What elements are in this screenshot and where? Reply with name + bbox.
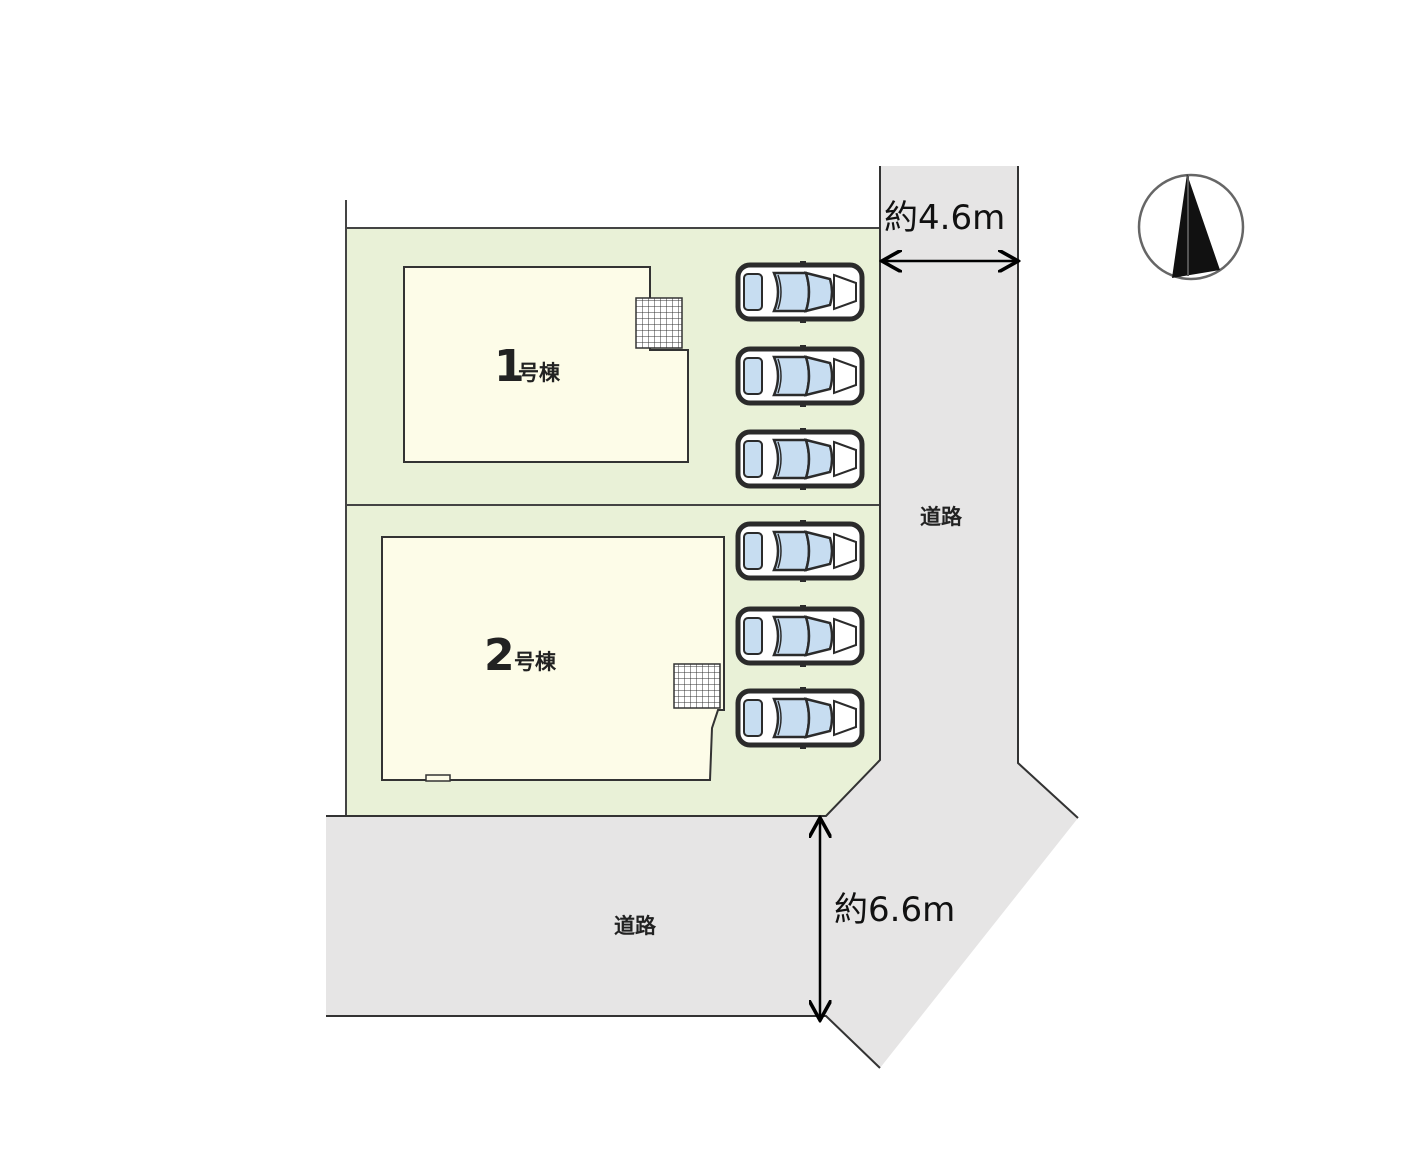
parked-car-icon [738, 687, 862, 749]
parked-car-icon [738, 261, 862, 323]
parked-car-icon [738, 520, 862, 582]
parked-car-icon [738, 428, 862, 490]
dimension-east: 約4.6m [884, 198, 1016, 261]
road-east [826, 166, 1078, 1068]
dimension-label-south: 約6.6m [834, 890, 955, 930]
road-label-east: 道路 [920, 505, 963, 529]
north-arrow-icon [1137, 173, 1245, 281]
building-1-suffix: 号棟 [518, 361, 561, 385]
balcony-grid [673, 663, 721, 709]
parked-car-icon [738, 345, 862, 407]
balcony-grid [635, 297, 683, 349]
road-south [326, 816, 826, 1016]
building-2: 2 号棟 [381, 536, 725, 782]
dimension-label-east: 約4.6m [884, 198, 1005, 238]
dimension-south: 約6.6m [820, 820, 955, 1018]
building-2-number: 2 [484, 630, 515, 681]
parked-car-icon [738, 605, 862, 667]
roads [326, 166, 1079, 1069]
building-1: 1 号棟 [403, 266, 689, 463]
building-2-suffix: 号棟 [514, 650, 557, 674]
road-label-south: 道路 [614, 914, 657, 938]
building-1-number: 1 [494, 341, 525, 392]
entrance-step [425, 774, 451, 782]
